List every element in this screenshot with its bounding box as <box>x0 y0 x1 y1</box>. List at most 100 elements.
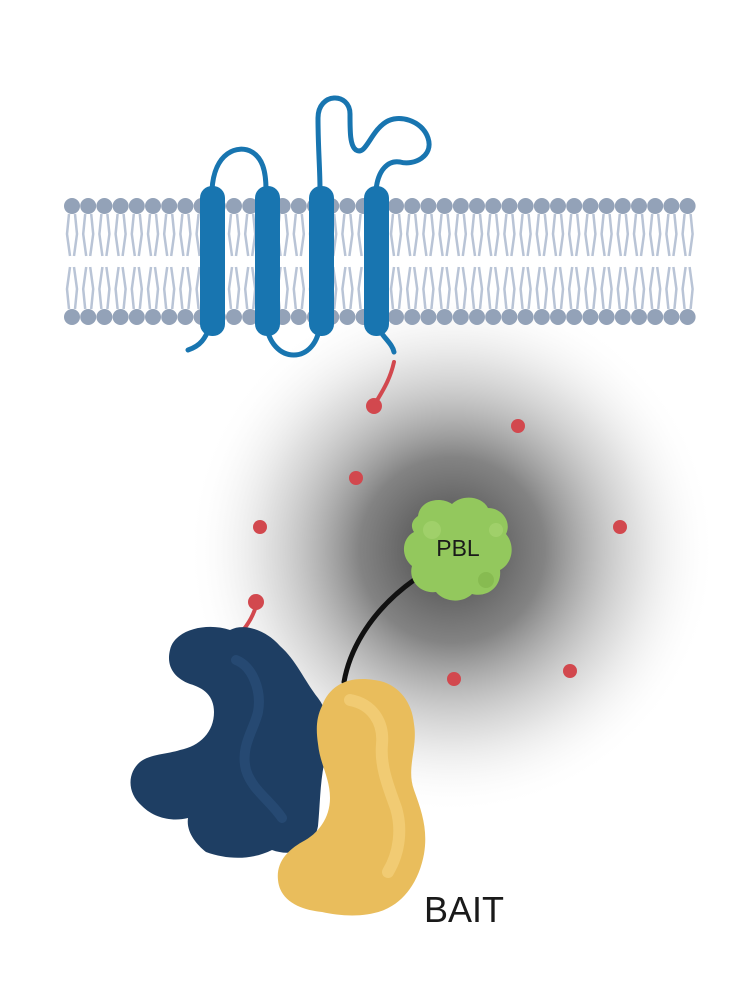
lipid-tail <box>665 213 678 257</box>
prey-protein-shade <box>231 655 287 823</box>
lipid-head <box>533 198 550 214</box>
lipid-head <box>485 309 502 325</box>
lipid-head <box>566 309 583 325</box>
lipid-tail <box>130 266 144 310</box>
lipid-head <box>647 198 664 214</box>
lipid-tail <box>114 213 127 257</box>
lipid-tail <box>600 266 613 310</box>
lipid-head <box>647 309 664 325</box>
label-dot <box>253 520 267 534</box>
lipid-head <box>96 309 113 325</box>
lipid-tail <box>227 266 241 310</box>
lipid-tail <box>567 213 581 257</box>
bait-protein-body <box>277 679 426 916</box>
lipid-head <box>631 309 647 325</box>
transmembrane-receptor-icon <box>185 95 432 414</box>
interacting-protein-icon <box>130 594 329 858</box>
lipid-head <box>420 198 437 214</box>
lipid-head <box>485 198 502 214</box>
lipid-tail <box>98 213 111 257</box>
lipid-tail <box>422 213 435 257</box>
lipid-head <box>339 198 356 214</box>
lipid-tail <box>567 266 581 310</box>
bait-protein-icon <box>277 679 426 916</box>
label-dot <box>613 520 627 534</box>
lipid-tail <box>162 266 176 310</box>
lipid-head <box>242 309 259 325</box>
pbl-enzyme-texture <box>423 521 441 539</box>
lipid-head <box>80 198 97 214</box>
lipid-tail <box>454 213 468 257</box>
lipid-head <box>226 309 242 325</box>
lipid-head <box>145 309 161 325</box>
lipid-head <box>582 309 599 325</box>
lipid-tail <box>535 266 549 310</box>
label-dots <box>253 419 627 686</box>
lipid-head <box>388 309 404 325</box>
lipid-head <box>663 309 680 325</box>
lipid-head <box>242 198 259 214</box>
lipid-head <box>469 309 485 325</box>
lipid-head <box>469 198 485 214</box>
lipid-tail <box>632 213 646 257</box>
helix-2 <box>255 186 280 336</box>
lipid-head <box>112 198 129 214</box>
lipid-head <box>436 309 453 325</box>
lipid-head <box>501 198 518 214</box>
bait-protein-shade <box>344 694 406 878</box>
lipid-tail <box>179 266 192 310</box>
lipid-head <box>631 198 647 214</box>
lipid-tail <box>503 213 516 257</box>
lipid-head <box>404 198 421 214</box>
lipid-tail <box>81 266 95 310</box>
lipid-tail <box>341 213 354 257</box>
lipid-tail <box>179 213 192 257</box>
lipid-tail <box>405 213 419 257</box>
label-dot <box>511 419 525 433</box>
lipid-tail <box>584 213 597 257</box>
lipid-tail <box>438 213 451 257</box>
lipid-tail <box>486 213 500 257</box>
lipid-head <box>112 309 129 325</box>
lipid-tail <box>551 213 565 257</box>
lipid-head <box>80 309 97 325</box>
lipid-head <box>161 309 178 325</box>
receptor-loops <box>185 95 432 358</box>
label-dot <box>349 471 363 485</box>
helix-1 <box>200 186 225 336</box>
lipid-head <box>566 198 583 214</box>
prey-protein-body <box>130 626 329 858</box>
lipid-head <box>582 198 599 214</box>
lipid-head <box>420 309 437 325</box>
lipid-head <box>96 198 113 214</box>
lipid-tail <box>600 213 613 257</box>
lipid-head <box>177 309 194 325</box>
lipid-head <box>64 198 80 214</box>
lipid-tail <box>162 213 176 257</box>
lipid-tail <box>146 213 160 257</box>
helix-3 <box>309 186 334 336</box>
proximity-labeling-enzyme-icon: PBL <box>403 497 512 601</box>
bait-label: BAIT <box>424 889 504 930</box>
lipid-head <box>128 198 145 214</box>
lipid-tail <box>535 213 549 257</box>
lipid-tail <box>454 266 468 310</box>
lipid-head <box>501 309 518 325</box>
lipid-tail <box>292 266 306 310</box>
lipid-tail <box>146 266 160 310</box>
lipid-tail <box>422 266 435 310</box>
lipid-head <box>404 309 421 325</box>
lipid-tail <box>681 213 694 257</box>
lipid-tail <box>470 213 484 257</box>
lipid-tail <box>243 266 257 310</box>
lipid-tail <box>405 266 419 310</box>
pbl-label: PBL <box>436 535 480 561</box>
lipid-tail <box>389 213 403 257</box>
lipid-head <box>436 198 453 214</box>
lipid-tail <box>243 213 257 257</box>
lipid-tail <box>665 266 678 310</box>
receptor-label-dot <box>366 398 382 414</box>
lipid-tail <box>503 266 516 310</box>
